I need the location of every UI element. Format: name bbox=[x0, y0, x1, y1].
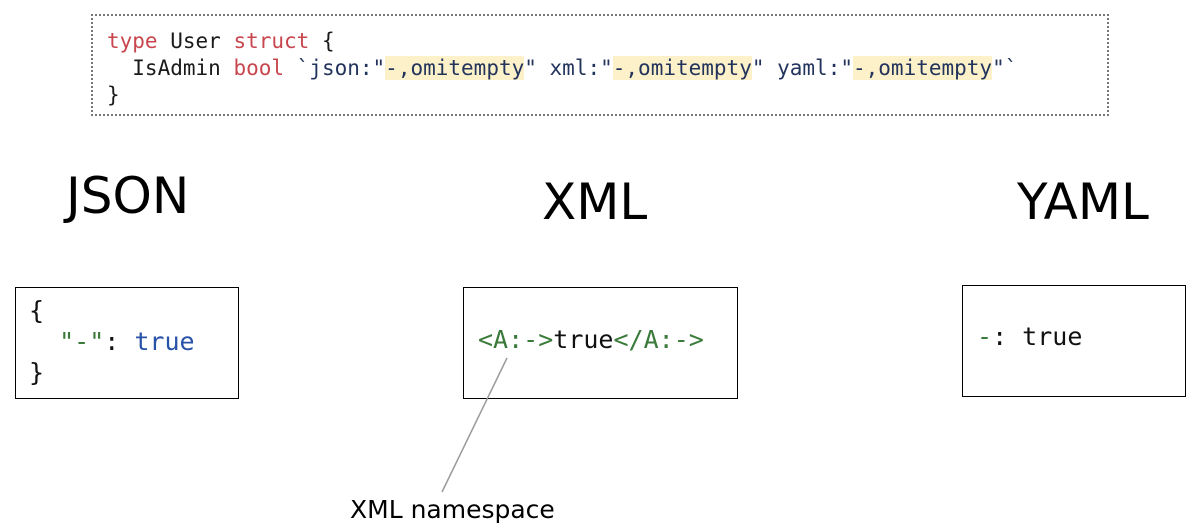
json-close-brace: } bbox=[29, 358, 45, 387]
json-output-box: { "-": true } bbox=[15, 287, 239, 399]
yaml-key: - bbox=[977, 322, 993, 351]
xml-open-tag: <A:-> bbox=[478, 325, 554, 354]
xml-tag-key: " xml:" bbox=[524, 56, 613, 80]
xml-value: true bbox=[553, 325, 614, 354]
field-type: bool bbox=[233, 56, 285, 80]
json-open-brace: { bbox=[29, 296, 45, 325]
yaml-output-box: -: true bbox=[962, 285, 1186, 397]
json-heading: JSON bbox=[66, 167, 190, 225]
json-colon: : bbox=[104, 327, 135, 356]
yaml-heading: YAML bbox=[1017, 173, 1149, 231]
go-struct-code-block: type User struct { IsAdmin bool `json:"-… bbox=[91, 14, 1109, 116]
field-name: IsAdmin bbox=[107, 56, 234, 80]
keyword-struct: struct bbox=[233, 29, 310, 53]
xml-namespace-label: XML namespace bbox=[350, 495, 555, 524]
open-brace: { bbox=[309, 29, 335, 53]
code-line-2: IsAdmin bool `json:"-,omitempty" xml:"-,… bbox=[107, 56, 1017, 80]
xml-tag-value: -,omitempty bbox=[612, 56, 752, 80]
xml-output-box: <A:->true</A:-> bbox=[463, 287, 738, 399]
json-value: true bbox=[134, 327, 195, 356]
json-key: "-" bbox=[59, 327, 105, 356]
yaml-tag-value: -,omitempty bbox=[853, 56, 993, 80]
xml-close-tag: </A:-> bbox=[613, 325, 704, 354]
tag-close: "` bbox=[992, 56, 1018, 80]
callout-leader-line bbox=[441, 357, 508, 493]
yaml-value: true bbox=[1022, 322, 1083, 351]
json-tag-value: -,omitempty bbox=[385, 56, 525, 80]
json-tag-key: `json:" bbox=[284, 56, 386, 80]
xml-heading: XML bbox=[542, 173, 648, 231]
yaml-colon: : bbox=[992, 322, 1023, 351]
code-line-3: } bbox=[107, 83, 120, 107]
struct-name: User bbox=[157, 29, 234, 53]
code-line-1: type User struct { bbox=[107, 29, 335, 53]
keyword-type: type bbox=[107, 29, 158, 53]
yaml-tag-key: " yaml:" bbox=[751, 56, 853, 80]
